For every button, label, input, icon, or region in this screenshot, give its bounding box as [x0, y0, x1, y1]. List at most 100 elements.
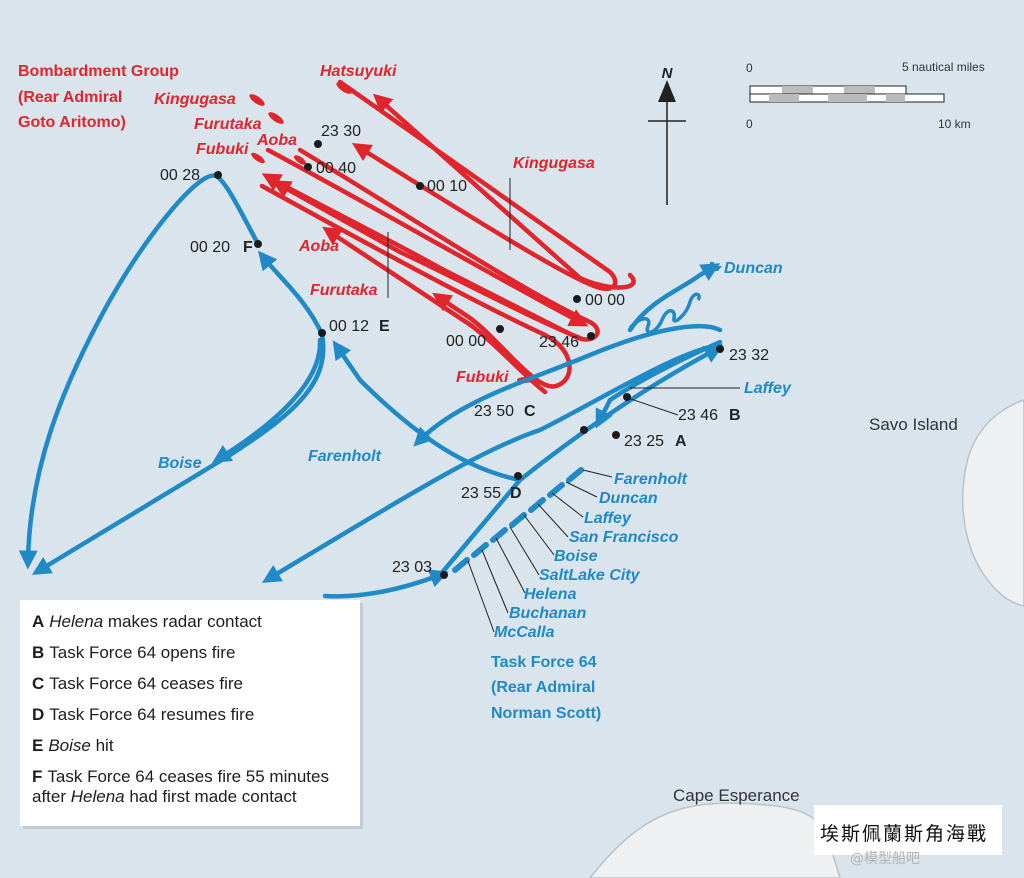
time-2355: 23 55 [461, 485, 501, 502]
scale-nautical-miles: 5 nautical miles [902, 60, 985, 74]
american-tracks [18, 173, 724, 599]
column-label-helena: Helena [524, 586, 577, 603]
label-laffey-track: Laffey [744, 380, 792, 397]
time-2350: 23 50 [474, 403, 514, 420]
track-duncan-loops [628, 292, 701, 334]
time-0012: 00 12 [329, 318, 369, 335]
cape-esperance-land [589, 802, 841, 878]
american-group-title-2: (Rear Admiral [491, 679, 595, 696]
north-label: N [662, 65, 674, 82]
label-duncan-track: Duncan [724, 260, 783, 277]
time-2325: 23 25 [624, 433, 664, 450]
track-boise [31, 331, 326, 575]
column-label-duncan: Duncan [599, 490, 658, 507]
track-furutaka [261, 147, 600, 342]
scale-zero-bottom: 0 [746, 117, 753, 131]
time-0028: 00 28 [160, 167, 200, 184]
legend-key: B [32, 643, 45, 662]
label-aoba-track: Aoba [298, 238, 339, 255]
ship-kingugasa [249, 94, 265, 106]
leader-lines [387, 178, 740, 633]
label-kingugasa-ship: Kingugasa [154, 91, 236, 108]
time-2303: 23 03 [392, 559, 432, 576]
track-boise-2 [212, 337, 323, 464]
track-task-force-column [322, 569, 449, 599]
time-2346-b: 23 46 [678, 407, 718, 424]
column-label-farenholt: Farenholt [614, 471, 688, 488]
event-key-d: D [510, 485, 522, 502]
event-key-f: F [243, 239, 253, 256]
track-farenholt-2 [261, 342, 723, 583]
time-0000-a: 00 00 [585, 292, 625, 309]
track-aoba-return [271, 180, 583, 341]
time-0020: 00 20 [190, 239, 230, 256]
event-key-e: E [379, 318, 390, 335]
legend-key: D [32, 705, 45, 724]
north-arrow: N [648, 65, 686, 205]
scale-km: 10 km [938, 117, 971, 131]
ship-duncan [702, 262, 722, 271]
label-fubuki-track: Fubuki [456, 369, 509, 386]
track-fubuki [259, 183, 572, 389]
label-furutaka-ship: Furutaka [194, 116, 262, 133]
time-2346-a: 23 46 [539, 334, 579, 351]
legend-key: F [32, 767, 43, 786]
label-aoba-ship: Aoba [256, 132, 297, 149]
event-key-b: B [729, 407, 741, 424]
ship-aoba [294, 155, 306, 165]
column-label-mccalla: McCalla [494, 624, 555, 641]
japanese-group-title-2: (Rear Admiral [18, 89, 122, 106]
label-fubuki-ship: Fubuki [196, 141, 249, 158]
column-label-salt-lake-city: SaltLake City [539, 567, 641, 584]
american-group-title-3: Norman Scott) [491, 705, 601, 722]
label-furutaka-track: Furutaka [310, 282, 378, 299]
column-label-boise: Boise [554, 548, 598, 565]
watermark: @模型船吧 [850, 851, 920, 867]
label-kingugasa-track: Kingugasa [513, 155, 595, 172]
ship-furutaka [268, 112, 284, 124]
track-aoba [265, 147, 589, 327]
column-label-san-francisco: San Francisco [569, 529, 679, 546]
time-0000-b: 00 00 [446, 333, 486, 350]
track-main-loop [332, 340, 525, 578]
track-west [18, 173, 261, 570]
label-hatsuyuki: Hatsuyuki [320, 63, 397, 80]
label-boise-track: Boise [158, 455, 202, 472]
place-savo-island: Savo Island [869, 415, 958, 434]
american-group-title-1: Task Force 64 [491, 654, 597, 671]
american-column [452, 467, 584, 573]
track-turn [258, 250, 325, 337]
label-farenholt-track: Farenholt [308, 448, 382, 465]
column-label-laffey: Laffey [584, 510, 632, 527]
legend-key: E [32, 736, 44, 755]
time-0040: 00 40 [316, 160, 356, 177]
position-dots [214, 140, 724, 579]
place-cape-esperance: Cape Esperance [673, 786, 800, 805]
event-key-c: C [524, 403, 536, 420]
savo-island-land [961, 399, 1024, 607]
time-0010: 00 10 [427, 178, 467, 195]
japanese-group-title-3: Goto Aritomo) [18, 114, 126, 131]
scale-zero-top: 0 [746, 61, 753, 75]
time-2332: 23 32 [729, 347, 769, 364]
ship-hatsuyuki [336, 82, 352, 94]
track-kingugasa [337, 79, 618, 292]
legend-key: C [32, 674, 45, 693]
chinese-caption: 埃斯佩蘭斯角海戰 [814, 805, 1002, 855]
japanese-ships [249, 82, 533, 383]
time-2330: 23 30 [321, 123, 361, 140]
ship-fubuki [251, 152, 265, 164]
japanese-tracks [259, 79, 636, 395]
column-label-buchanan: Buchanan [509, 605, 587, 622]
japanese-group-title-1: Bombardment Group [18, 63, 179, 80]
legend-key: A [32, 612, 45, 631]
event-key-a: A [675, 433, 687, 450]
